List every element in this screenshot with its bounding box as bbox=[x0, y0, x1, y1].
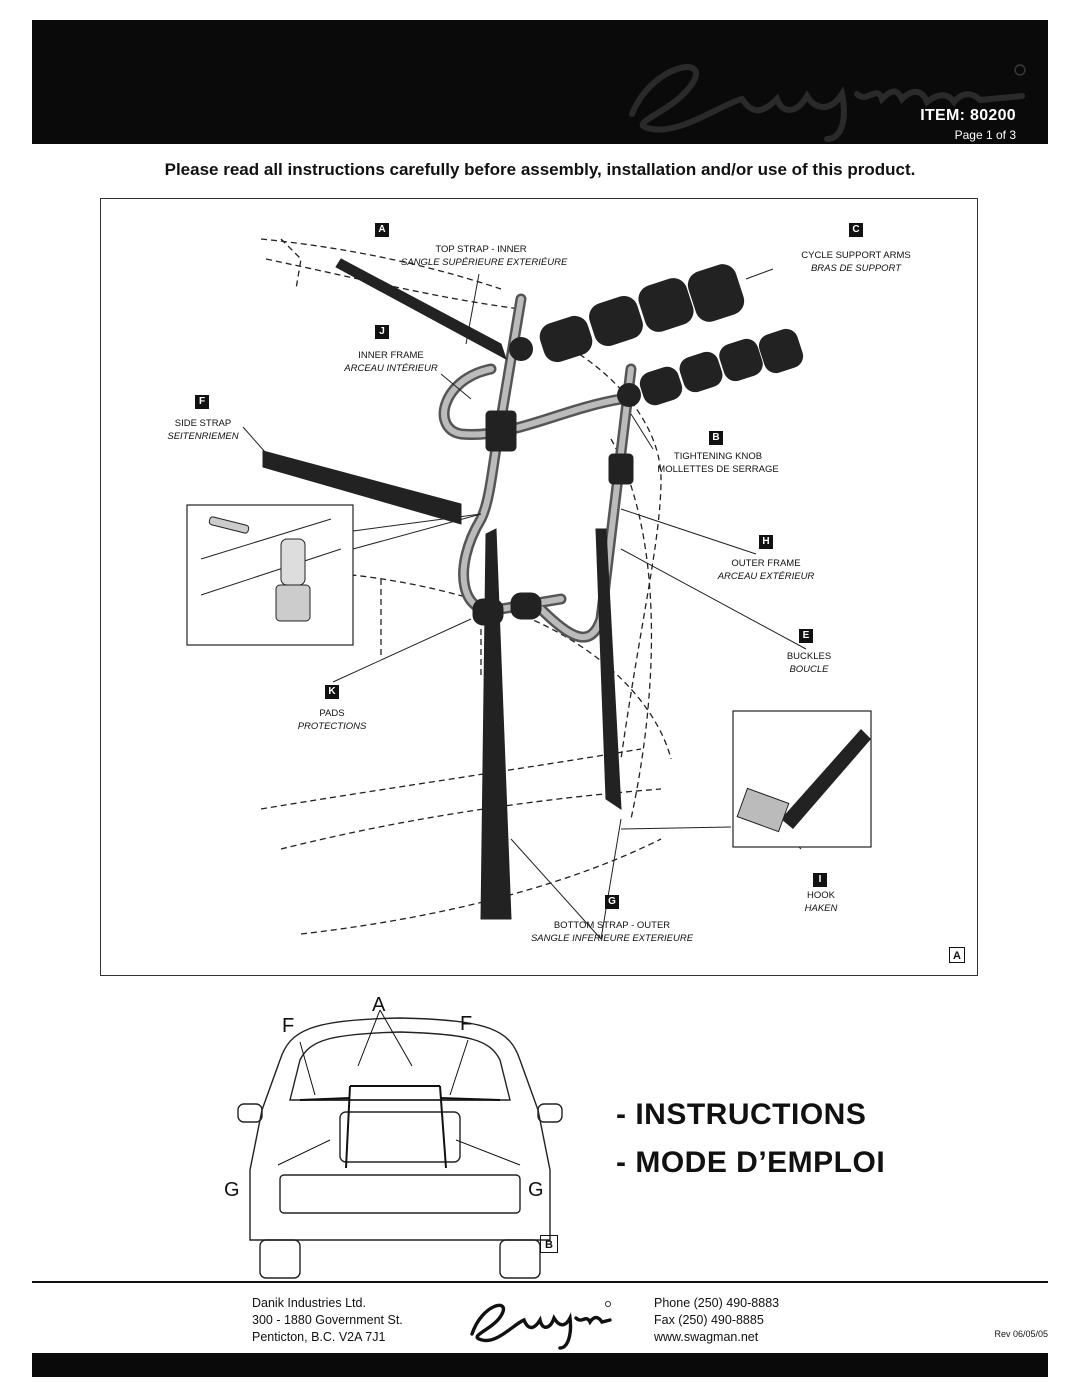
label-key-h: H bbox=[759, 535, 773, 549]
website-link[interactable]: www.swagman.net bbox=[654, 1330, 759, 1344]
inset-hook bbox=[732, 710, 872, 848]
label-key-g: G bbox=[605, 895, 619, 909]
bike-rack-diagram bbox=[186, 238, 872, 940]
swagman-logo bbox=[470, 1300, 612, 1350]
fig-b-label-f-right: F bbox=[460, 1013, 473, 1035]
inset-bolt bbox=[186, 504, 354, 646]
title-mode-demploi: - MODE D’EMPLOI bbox=[616, 1146, 886, 1179]
revision-date: Rev 06/05/05 bbox=[994, 1329, 1048, 1339]
cycle-support-arms bbox=[509, 264, 804, 407]
contact-info: Phone (250) 490-8883 Fax (250) 490-8885 … bbox=[654, 1296, 780, 1344]
label-key-c: C bbox=[849, 223, 863, 237]
swagman-logo-watermark bbox=[629, 64, 1026, 142]
title-instructions: - INSTRUCTIONS bbox=[616, 1098, 867, 1131]
leader-lines bbox=[242, 268, 807, 940]
fig-b-label-a: A bbox=[372, 994, 386, 1016]
label-key-b: B bbox=[709, 431, 723, 445]
fig-b-label-g-left: G bbox=[224, 1179, 240, 1201]
header-bar: ITEM: 80200 Page 1 of 3 bbox=[32, 20, 1048, 144]
label-key-a: A bbox=[375, 223, 389, 237]
figure-a-tag: A bbox=[949, 947, 965, 963]
fig-b-label-g-right: G bbox=[528, 1179, 544, 1201]
page-indicator: Page 1 of 3 bbox=[954, 128, 1016, 142]
footer-rule bbox=[32, 1281, 1048, 1283]
label-key-e: E bbox=[799, 629, 813, 643]
straps bbox=[262, 258, 634, 920]
label-key-j: J bbox=[375, 325, 389, 339]
safety-notice: Please read all instructions carefully b… bbox=[164, 160, 916, 179]
fig-b-label-f-left: F bbox=[282, 1015, 295, 1037]
figure-b-tag: B bbox=[540, 1235, 558, 1253]
item-number: ITEM: 80200 bbox=[920, 107, 1016, 124]
footer-bar bbox=[32, 1353, 1048, 1377]
car-rear-diagram bbox=[237, 1009, 563, 1279]
label-key-i: I bbox=[813, 873, 827, 887]
label-key-k: K bbox=[325, 685, 339, 699]
company-address: Danik Industries Ltd. 300 - 1880 Governm… bbox=[252, 1296, 403, 1344]
label-key-f: F bbox=[195, 395, 209, 409]
